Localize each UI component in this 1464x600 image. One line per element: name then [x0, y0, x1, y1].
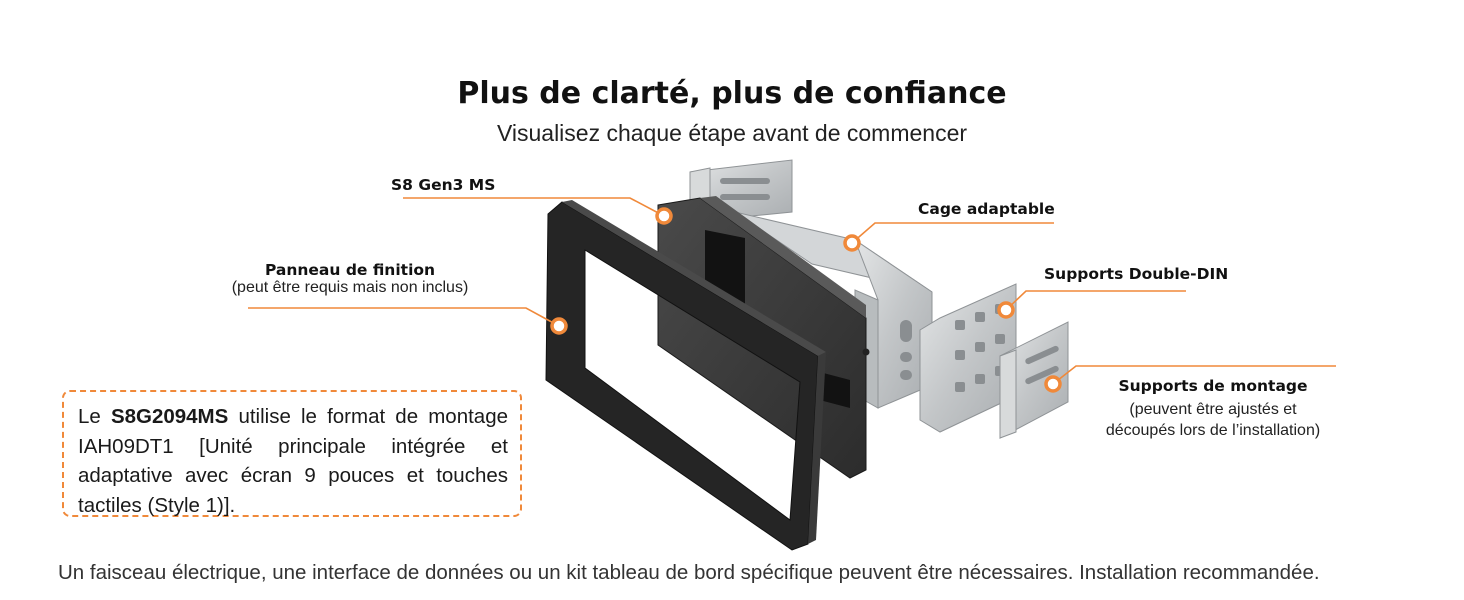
- callout-prefix: Le: [78, 405, 111, 428]
- footer-note: Un faisceau électrique, une interface de…: [58, 561, 1320, 584]
- label-mounting: Supports de montage (peuvent être ajusté…: [1078, 375, 1348, 440]
- label-mounting-note-1: (peuvent être ajustés et: [1129, 401, 1297, 418]
- label-mounting-note-2: découpés lors de l’installation): [1105, 422, 1321, 439]
- label-cage: Cage adaptable: [918, 200, 1055, 218]
- page-title: Plus de clarté, plus de confiance: [457, 76, 1007, 111]
- label-double-din: Supports Double-DIN: [1044, 265, 1229, 283]
- trim-panel: [545, 200, 826, 551]
- label-trim-panel-title: Panneau de finition: [264, 261, 436, 279]
- label-trim-panel-note: (peut être requis mais non inclus): [231, 279, 469, 296]
- format-callout-box: Le S8G2094MS utilise le format de montag…: [62, 390, 522, 517]
- callout-model: S8G2094MS: [110, 405, 229, 428]
- callout-text: utilise le format de montage IAH09DT1 [U…: [78, 405, 508, 517]
- label-trim-panel: Panneau de finition (peut être requis ma…: [210, 261, 490, 297]
- mounting-bracket-front: [999, 321, 1069, 439]
- label-mounting-title: Supports de montage: [1118, 377, 1308, 395]
- label-unit: S8 Gen3 MS: [391, 176, 496, 194]
- page-subtitle: Visualisez chaque étape avant de commenc…: [496, 120, 968, 146]
- leader-lines: [248, 197, 1336, 385]
- marker-dots: [550, 207, 1062, 393]
